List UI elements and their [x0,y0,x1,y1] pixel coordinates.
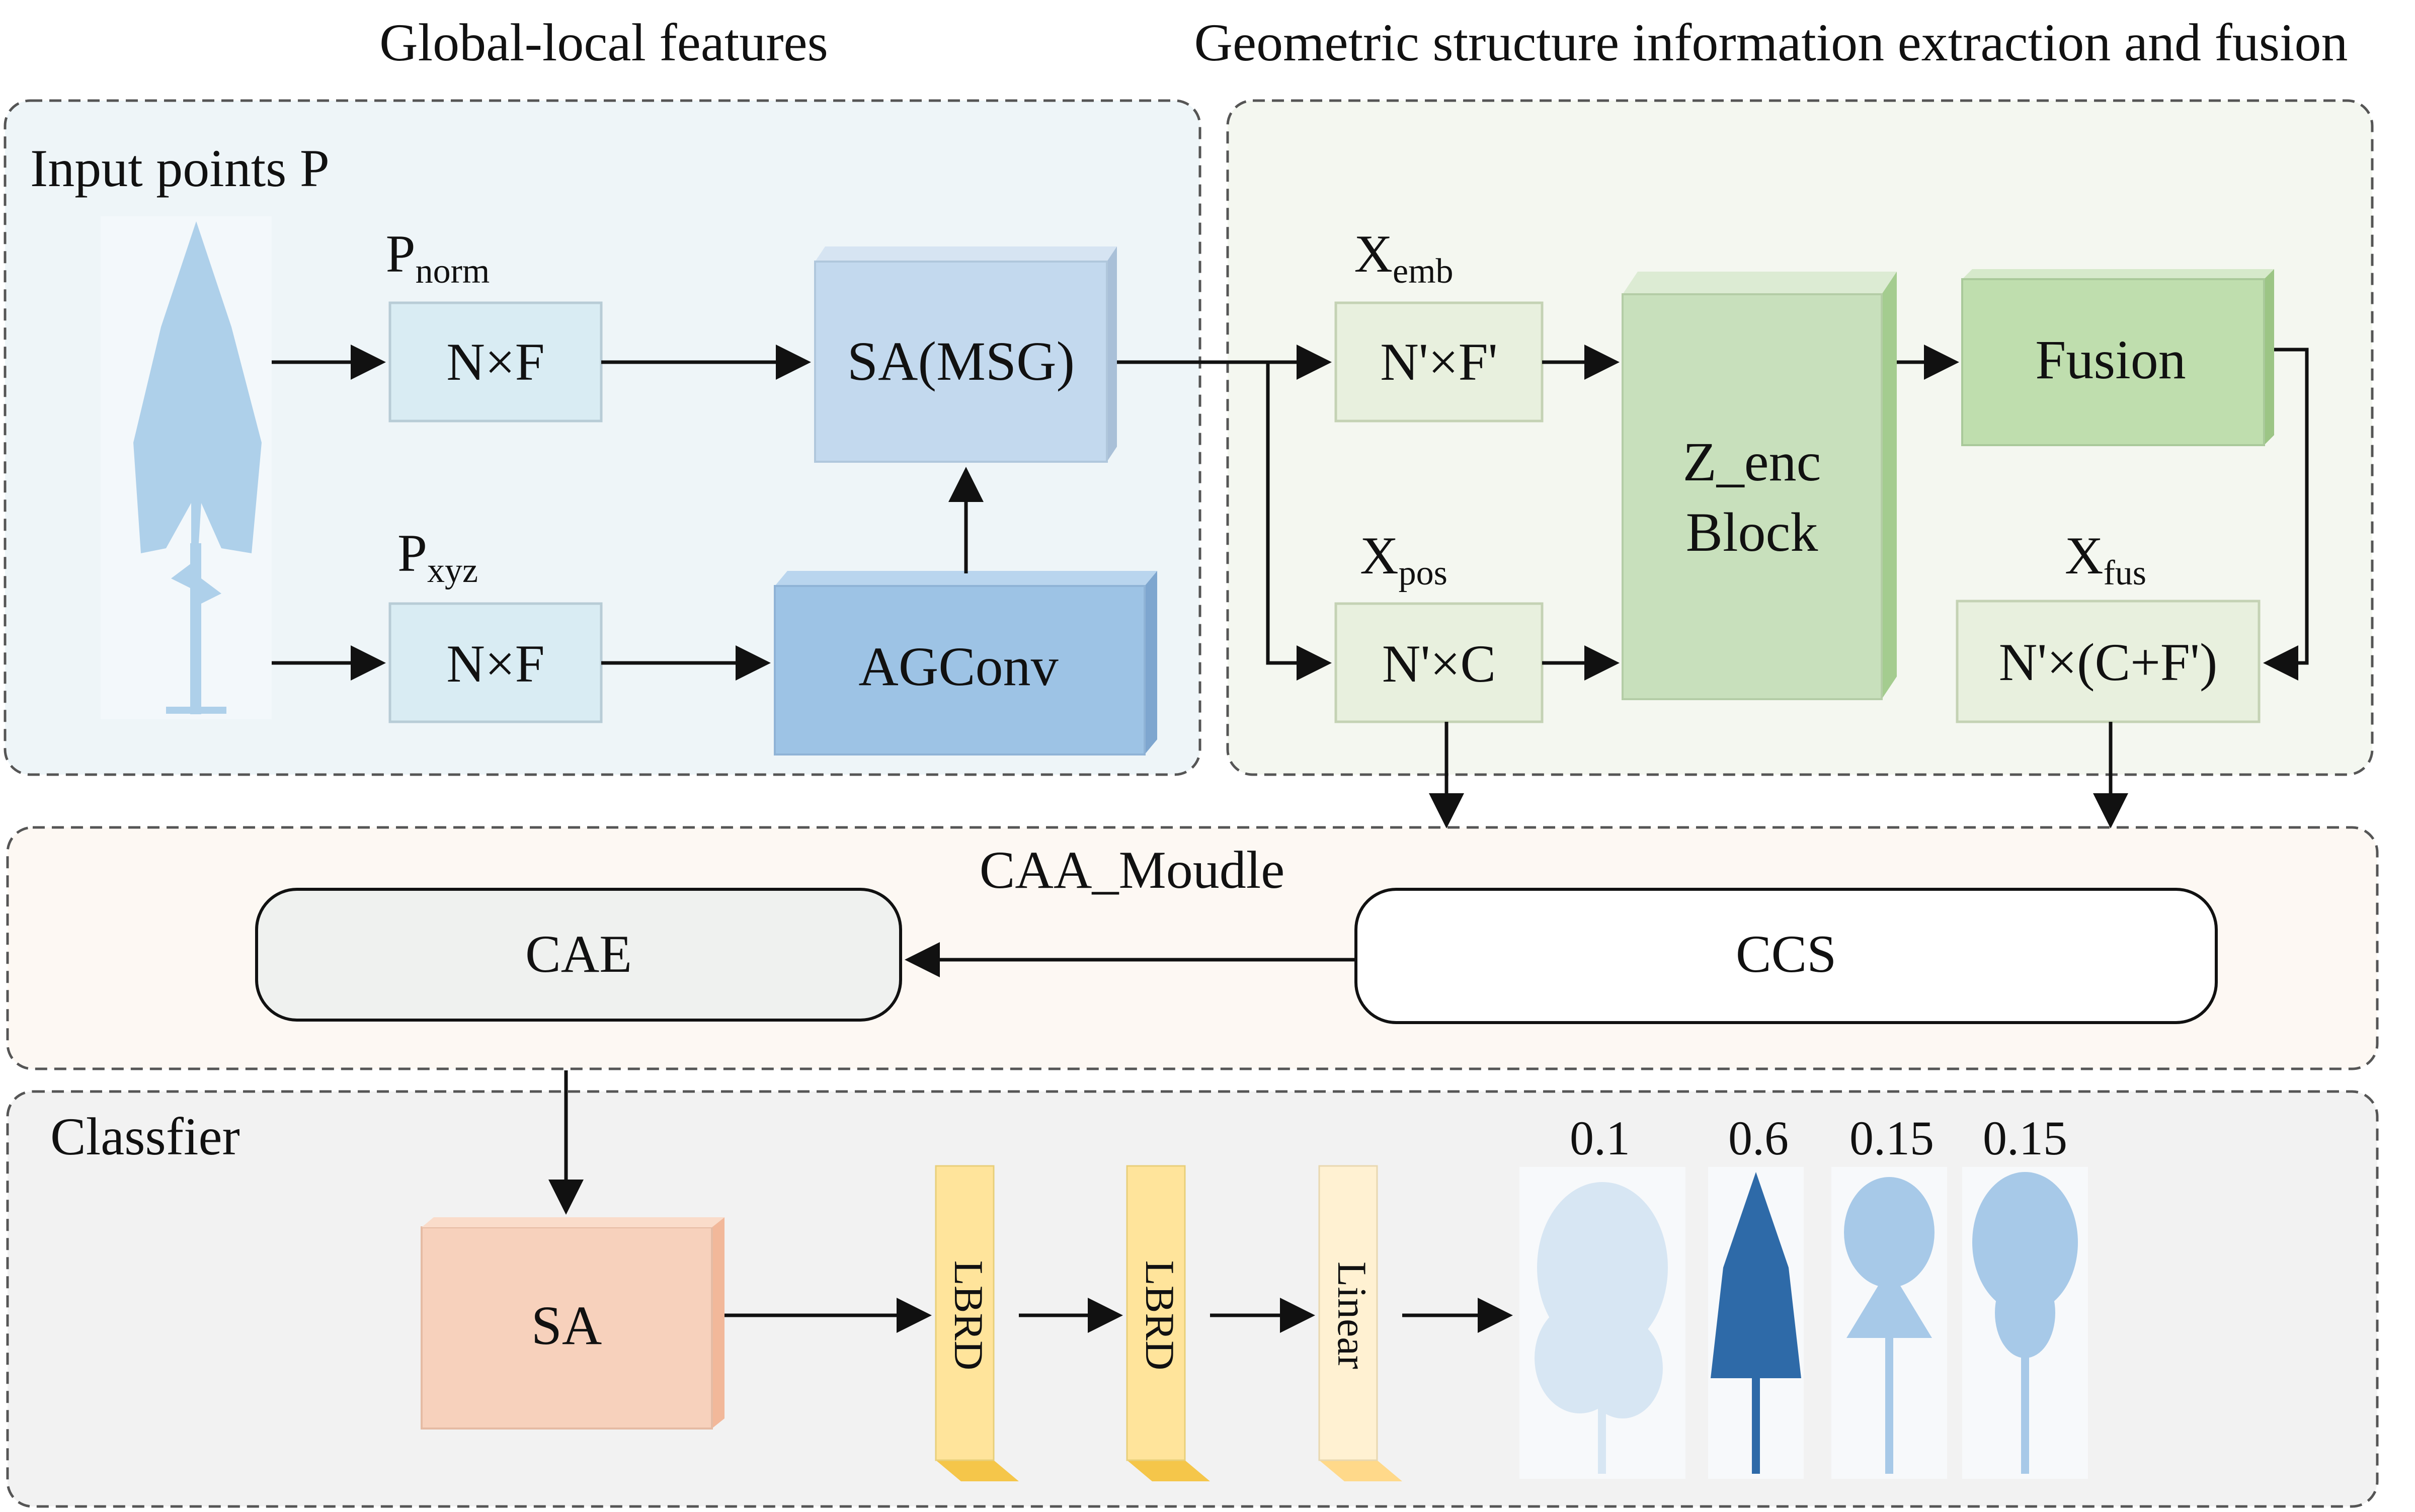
x-emb-label: Xemb [1354,224,1453,291]
p-norm-label: Pnorm [386,224,490,291]
lbrd-block-2: LBRD [1126,1165,1210,1481]
lbrd-block-1: LBRD [935,1165,1019,1481]
title-global-local: Global-local features [379,13,828,72]
title-geometric: Geometric structure information extracti… [1194,13,2348,72]
linear-block: Linear [1318,1165,1402,1481]
input-tree-icon [101,216,272,719]
prob-label-2: 0.6 [1728,1111,1789,1165]
x-fus-label: Xfus [2065,526,2146,593]
svg-text:Linear: Linear [1329,1262,1375,1369]
x-pos-label: Xpos [1360,526,1447,593]
svg-text:N×F: N×F [446,634,544,693]
cae-block: CAE [255,888,902,1022]
prob-label-1: 0.1 [1570,1111,1630,1165]
svg-text:N'×C: N'×C [1382,634,1496,693]
svg-text:LBRD: LBRD [1137,1261,1183,1371]
sa-msg-block: SA(MSG) [814,246,1117,463]
svg-text:SA: SA [531,1295,602,1356]
svg-text:N'×(C+F'): N'×(C+F') [1999,633,2218,692]
svg-text:N×F: N×F [446,332,544,391]
ccs-block: CCS [1354,888,2218,1024]
arrow-sa-msg-to-x-pos [1266,362,1332,681]
box-n-f-norm: N×F [388,301,603,423]
svg-text:N'×F': N'×F' [1380,332,1497,391]
svg-text:LBRD: LBRD [946,1261,992,1371]
arrow-fusion-to-x-fus [2263,348,2309,681]
output-tree-icon-1 [1519,1167,1685,1479]
svg-text:SA(MSG): SA(MSG) [847,330,1075,392]
svg-text:CCS: CCS [1736,925,1836,983]
fusion-block: Fusion [1961,269,2274,446]
svg-text:Block: Block [1686,501,1818,563]
z-enc-block: Z_enc Block [1622,272,1897,700]
output-tree-icon-4 [1962,1167,2088,1479]
output-tree-icon-3 [1831,1167,1947,1479]
p-xyz-label: Pxyz [397,524,478,590]
caa-module-title: CAA_Moudle [980,841,1285,899]
prob-label-4: 0.15 [1983,1111,2067,1165]
prob-label-3: 0.15 [1849,1111,1934,1165]
box-x-emb: N'×F' [1334,301,1544,423]
box-n-f-xyz: N×F [388,602,603,723]
box-x-fus: N'×(C+F') [1956,600,2261,723]
svg-text:AGConv: AGConv [858,636,1058,697]
input-points-label: Input points P [30,139,330,198]
output-tree-icon-2 [1708,1167,1804,1479]
svg-text:Fusion: Fusion [2035,329,2186,390]
agconv-block: AGConv [774,571,1157,755]
sa-block: SA [421,1217,725,1430]
classifier-title: Classfier [50,1107,240,1166]
svg-text:CAE: CAE [525,925,632,983]
svg-text:Z_enc: Z_enc [1683,431,1821,492]
box-x-pos: N'×C [1334,602,1544,723]
